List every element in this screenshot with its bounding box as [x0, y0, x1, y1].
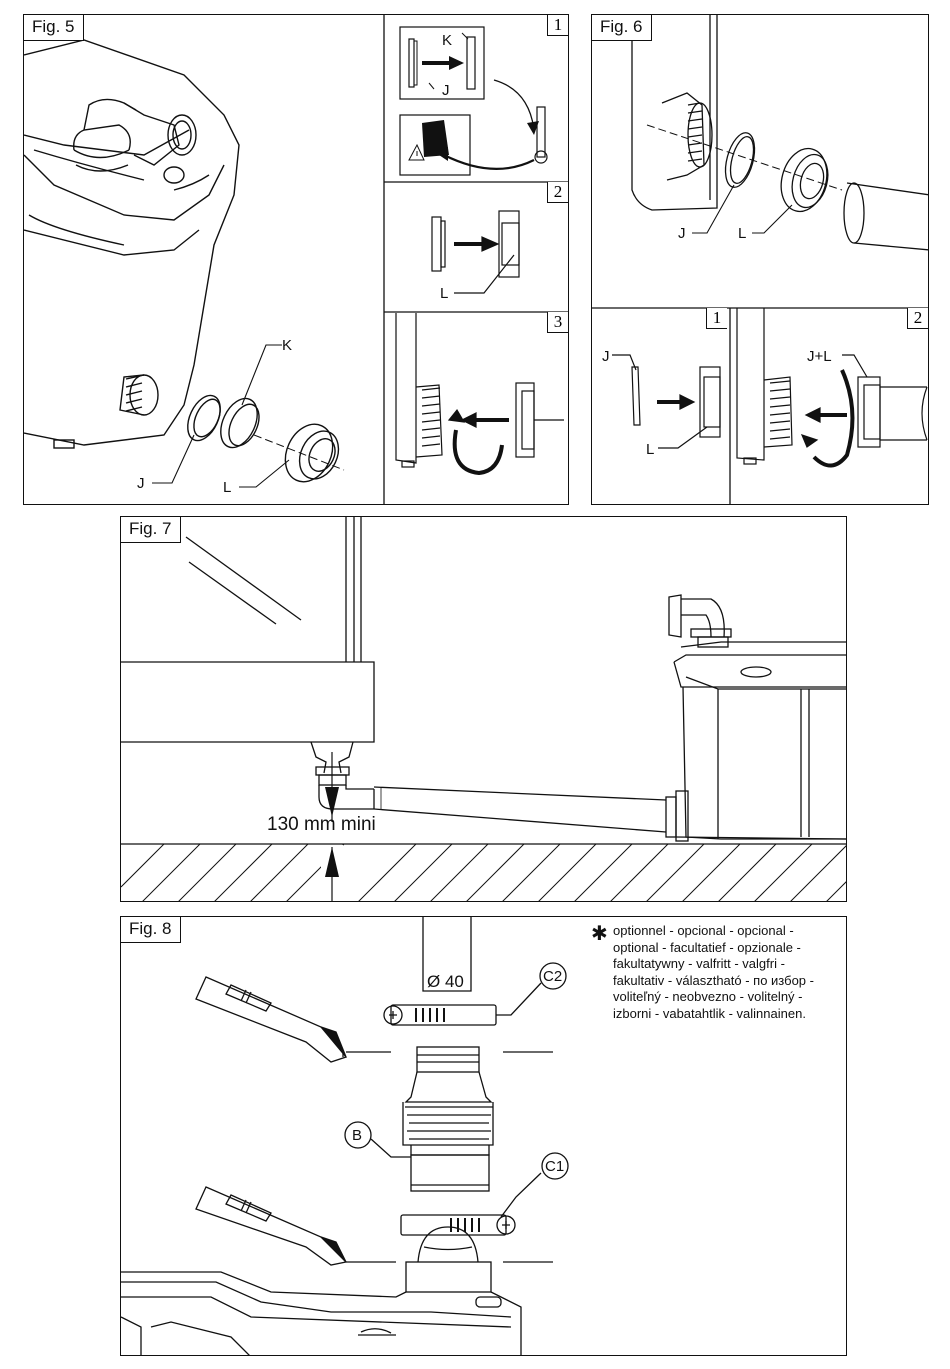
fig5-panel: Fig. 5 [23, 14, 569, 505]
fig8-clamp-c1 [400, 1152, 569, 1236]
fig5-step1-label-j: J [442, 82, 450, 99]
fig8-sleeve-b [344, 1046, 494, 1192]
fig8-optional-note: optionnel - opcional - opcional - option… [613, 923, 814, 1021]
fig8-pump-outlet [121, 1226, 522, 1355]
fig5-label-j: J [137, 475, 145, 492]
fig6-pipe [843, 182, 928, 251]
fig6-label-l: L [738, 225, 746, 242]
fig6-step2-drawing: J+L [736, 308, 928, 468]
fig6-title: Fig. 6 [592, 15, 652, 41]
fig6-panel: Fig. 6 J L [591, 14, 929, 505]
fig8-panel: Fig. 8 Ø 40 C2 [120, 916, 847, 1356]
fig8-title: Fig. 8 [121, 917, 181, 943]
fig6-tank-side [631, 15, 718, 211]
fig5-tank [24, 39, 240, 449]
fig5-step2-label-l: L [440, 285, 448, 302]
fig7-panel: Fig. 7 [120, 516, 847, 902]
fig7-floor-hatch [121, 843, 846, 901]
fig5-ring-k [220, 397, 260, 449]
fig5-step1-number: 1 [547, 15, 568, 36]
fig5-step3-number: 3 [547, 312, 568, 333]
fig6-step1-drawing: J L [602, 348, 721, 458]
fig7-drawing: 130 mm mini [121, 517, 846, 901]
fig6-step1-number: 1 [706, 308, 727, 329]
fig7-dimension-label: 130 mm mini [267, 814, 376, 835]
fig8-pipe-diameter: Ø 40 [427, 972, 464, 991]
fig8-cutter-top [195, 976, 348, 1063]
fig5-step1-label-k: K [442, 32, 452, 49]
fig8-pipe [422, 917, 472, 992]
fig8-cutter-bottom [195, 1186, 348, 1266]
fig7-title: Fig. 7 [121, 517, 181, 543]
fig6-nut-l [780, 147, 829, 213]
fig5-step1-drawing: K J [399, 26, 548, 176]
fig6-step1-label-j: J [602, 348, 610, 365]
fig5-title: Fig. 5 [24, 15, 84, 41]
fig8-label-c1: C1 [545, 1158, 564, 1175]
fig7-pump-unit [668, 594, 846, 840]
fig6-label-j: J [678, 225, 686, 242]
fig5-leaders [152, 344, 290, 488]
fig6-step2-label-jl: J+L [807, 348, 832, 365]
fig6-step1-label-l: L [646, 441, 654, 458]
fig7-basin [121, 517, 375, 786]
fig5-label-l: L [223, 479, 231, 496]
fig6-gasket-j [724, 132, 756, 188]
fig8-drawing: Ø 40 C2 [121, 917, 569, 1355]
fig5-drawing: J K L K J [24, 15, 568, 504]
fig6-drawing: J L J L [592, 15, 928, 504]
fig5-gasket-j [187, 394, 221, 442]
fig8-label-b: B [352, 1127, 362, 1144]
fig8-label-c2: C2 [543, 968, 562, 985]
fig5-step2-number: 2 [547, 182, 568, 203]
fig8-optional-mark: ✱ [591, 923, 608, 945]
fig6-step2-number: 2 [907, 308, 928, 329]
fig5-axis-line [253, 434, 345, 471]
fig5-nut-l [284, 423, 340, 483]
fig5-step2-drawing: L [431, 210, 520, 302]
fig6-outlet-thread [661, 92, 713, 181]
fig5-step3-drawing [395, 313, 564, 476]
fig8-clamp-c2 [383, 962, 567, 1026]
fig5-label-k: K [282, 337, 292, 354]
